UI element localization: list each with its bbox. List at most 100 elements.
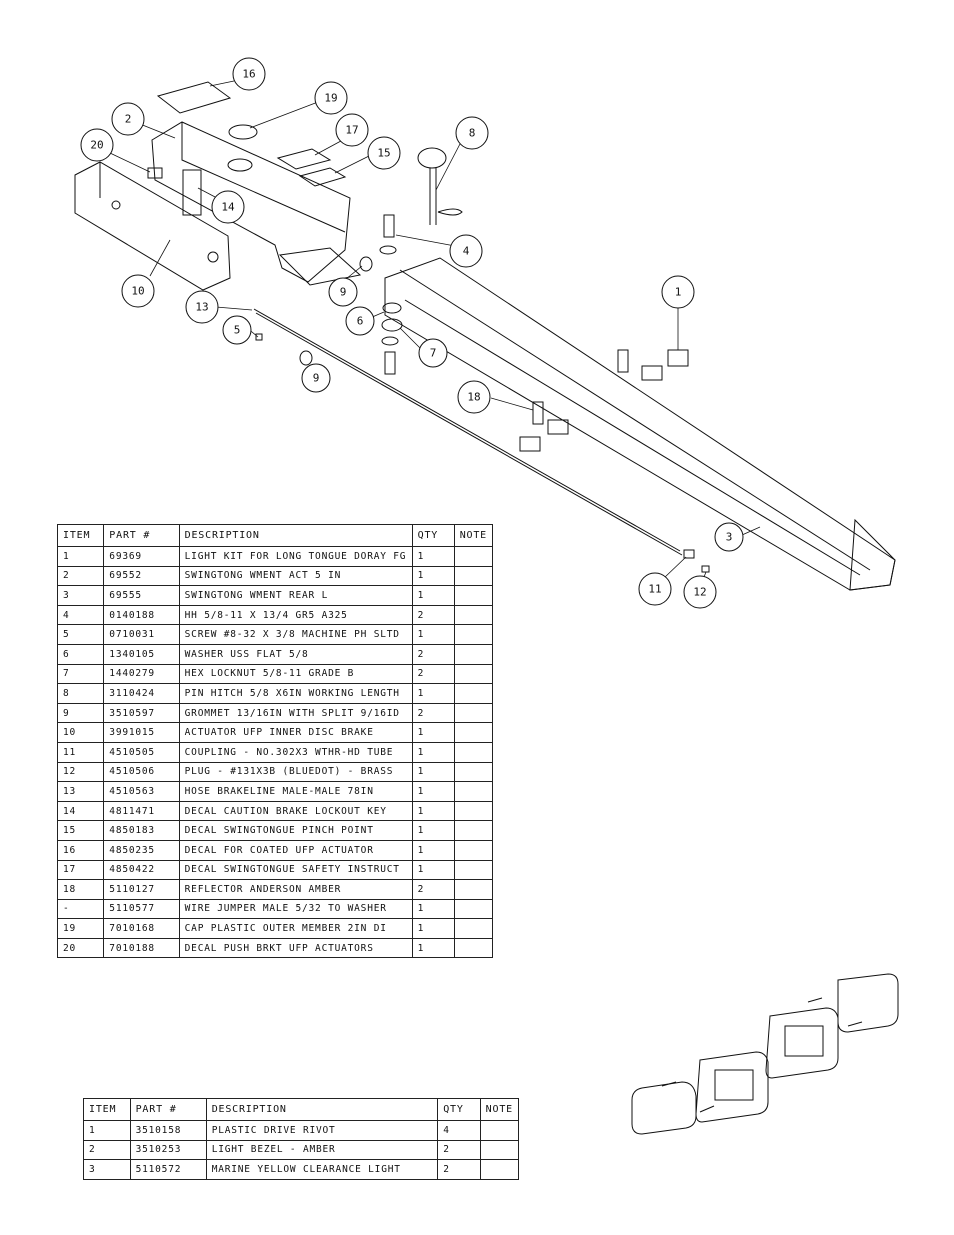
balloon-20: 20 [80, 128, 114, 162]
clearance-light-left [631, 1081, 697, 1135]
cell-description: PLASTIC DRIVE RIVOT [205, 1120, 439, 1141]
svg-text:15: 15 [377, 147, 390, 160]
cell-part-number: 5110572 [129, 1159, 207, 1180]
light-kit-inset-drawing [631, 973, 899, 1135]
cell-qty: 4 [437, 1120, 481, 1141]
hose-13-part-b [255, 312, 683, 556]
cell-item: 13 [56, 781, 105, 802]
cell-note [453, 546, 494, 567]
svg-text:9: 9 [313, 372, 320, 385]
cell-description: WASHER USS FLAT 5/8 [178, 643, 413, 665]
cell-part-number: 69555 [103, 585, 180, 606]
cell-part-number: 7010168 [103, 918, 180, 939]
grommet-9-a [359, 256, 373, 272]
header-part: PART # [103, 524, 180, 547]
bezel-right-window [784, 1025, 824, 1057]
balloon-10: 10 [121, 274, 155, 308]
cell-description: GROMMET 13/16IN WITH SPLIT 9/16ID [178, 702, 413, 724]
balloon-2: 2 [111, 102, 145, 136]
cell-description: HEX LOCKNUT 5/8-11 GRADE B [178, 663, 413, 685]
tongue-3-edge-2 [404, 299, 861, 576]
cell-note [479, 1139, 520, 1161]
balloon-3: 3 [714, 522, 744, 552]
balloon-18: 18 [457, 380, 491, 414]
cell-note [453, 663, 494, 685]
cell-qty: 2 [411, 604, 455, 626]
bezel-left-window [714, 1069, 754, 1101]
cell-item: 16 [56, 839, 105, 861]
balloon-7: 7 [418, 338, 448, 368]
decal-14-part [182, 169, 202, 216]
rivot-2 [699, 1105, 715, 1113]
locknut-7 [381, 318, 403, 332]
header-description: DESCRIPTION [205, 1098, 439, 1121]
balloon-4: 4 [449, 234, 483, 268]
cell-qty: 2 [411, 643, 455, 665]
rivot-3 [807, 997, 823, 1003]
cell-item: 5 [56, 624, 105, 645]
cell-qty: 1 [411, 839, 455, 861]
cell-note [453, 859, 494, 881]
balloon-16: 16 [232, 57, 266, 91]
cell-qty: 2 [411, 702, 455, 724]
cell-description: LIGHT BEZEL - AMBER [205, 1139, 439, 1161]
cell-description: SCREW #8-32 X 3/8 MACHINE PH SLTD [178, 624, 413, 645]
svg-text:9: 9 [340, 286, 347, 299]
cell-description: DECAL CAUTION BRAKE LOCKOUT KEY [178, 800, 413, 822]
washer-6 [382, 302, 402, 314]
cell-note [453, 800, 494, 822]
cell-note [453, 643, 494, 665]
cell-part-number: 4850183 [103, 820, 180, 841]
cell-description: DECAL SWINGTONGUE SAFETY INSTRUCT [178, 859, 413, 881]
cell-description: DECAL FOR COATED UFP ACTUATOR [178, 839, 413, 861]
balloon-15: 15 [367, 136, 401, 170]
cell-item: - [56, 898, 105, 920]
tongue-3-end [849, 518, 896, 591]
cell-part-number: 5110127 [103, 879, 180, 900]
header-item: ITEM [56, 524, 105, 547]
cell-item: 11 [56, 741, 105, 763]
light-18-part [547, 419, 569, 435]
table-header-row: ITEM PART # DESCRIPTION QTY NOTE [83, 1098, 520, 1121]
cell-qty: 1 [411, 898, 455, 920]
cell-qty: 1 [411, 722, 455, 743]
cell-part-number: 0710031 [103, 624, 180, 645]
hose-13-part [253, 308, 681, 552]
cell-qty: 2 [411, 879, 455, 900]
cell-item: 14 [56, 800, 105, 822]
balloon-6: 6 [345, 306, 375, 336]
cell-description: MARINE YELLOW CLEARANCE LIGHT [205, 1159, 439, 1180]
cell-qty: 1 [411, 937, 455, 959]
svg-text:6: 6 [357, 315, 364, 328]
cell-note [453, 898, 494, 920]
cell-note [453, 781, 494, 802]
cell-part-number: 3991015 [103, 722, 180, 743]
cell-description: LIGHT KIT FOR LONG TONGUE DORAY FG [178, 546, 413, 567]
svg-text:5: 5 [234, 324, 241, 337]
svg-text:16: 16 [242, 68, 255, 81]
exploded-assembly-drawing: 16 19 17 15 2 20 14 10 8 4 9 13 5 6 7 9 … [74, 57, 896, 609]
cell-part-number: 4510563 [103, 781, 180, 802]
cell-item: 10 [56, 722, 105, 743]
cell-item: 8 [56, 683, 105, 704]
cell-description: PLUG - #131X3B (BLUEDOT) - BRASS [178, 761, 413, 783]
cell-description: CAP PLASTIC OUTER MEMBER 2IN DI [178, 918, 413, 939]
header-note: NOTE [453, 524, 494, 547]
cell-description: WIRE JUMPER MALE 5/32 TO WASHER [178, 898, 413, 920]
bezel-left [695, 1051, 769, 1123]
svg-text:7: 7 [430, 347, 437, 360]
balloon-19: 19 [314, 81, 348, 115]
actuator-10-bolt [111, 200, 121, 210]
